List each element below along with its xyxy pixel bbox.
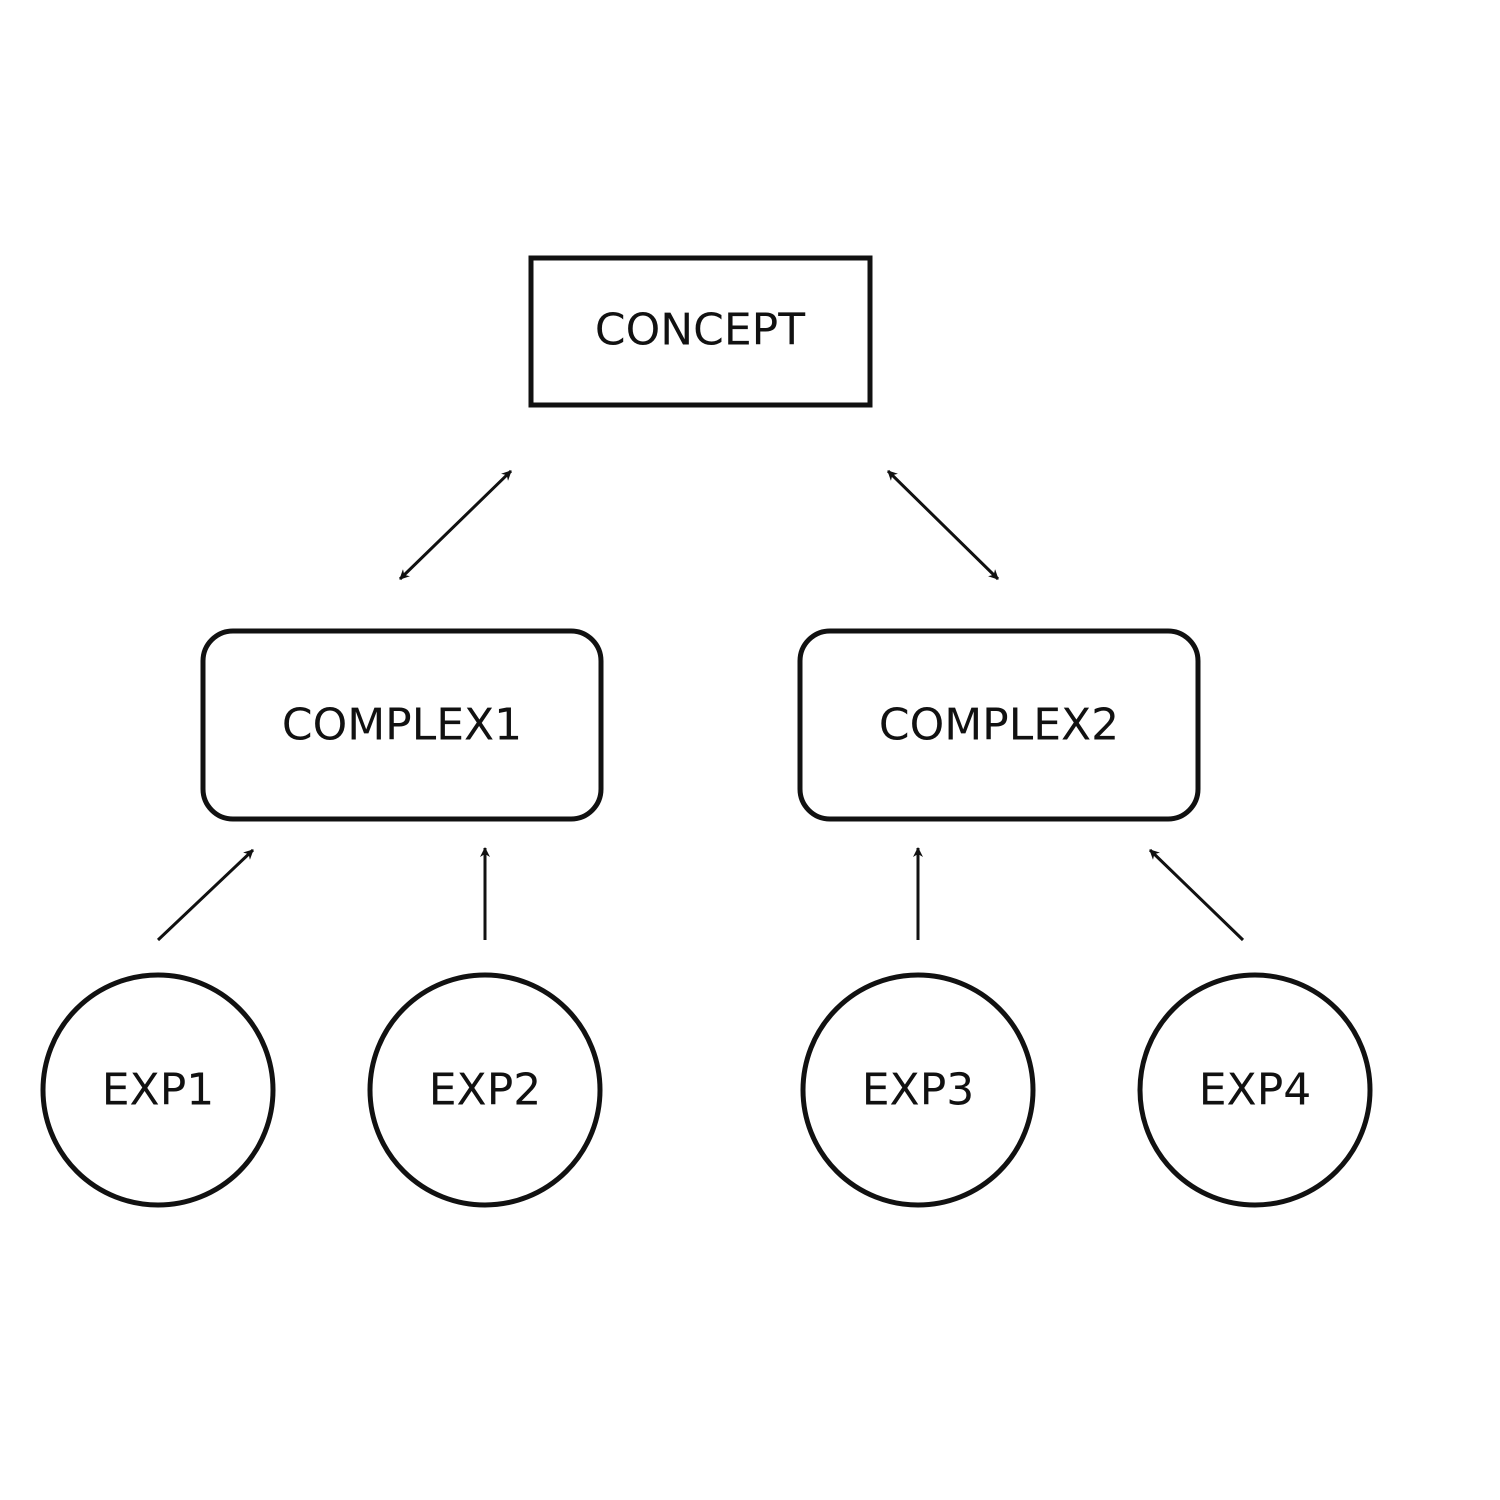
- edge-complex2-concept: [886, 469, 1000, 581]
- concept-box: [528, 255, 873, 408]
- exp1-node: EXP1: [40, 972, 276, 1208]
- exp2-node: EXP2: [367, 972, 603, 1208]
- concept-node: CONCEPT: [528, 255, 873, 408]
- exp2-label: EXP2: [429, 1065, 541, 1116]
- complex1-node: COMPLEX1: [200, 628, 604, 822]
- concept-label: CONCEPT: [595, 305, 805, 356]
- exp3-circle: [800, 972, 1036, 1208]
- exp3-label: EXP3: [862, 1065, 974, 1116]
- complex2-box: [797, 628, 1201, 822]
- complex2-node: COMPLEX2: [797, 628, 1201, 822]
- exp1-circle: [40, 972, 276, 1208]
- exp4-label: EXP4: [1199, 1065, 1311, 1116]
- exp2-circle: [367, 972, 603, 1208]
- edge-exp1-complex1: [156, 848, 255, 942]
- exp3-node: EXP3: [800, 972, 1036, 1208]
- complex1-box: [200, 628, 604, 822]
- exp4-circle: [1137, 972, 1373, 1208]
- exp1-label: EXP1: [102, 1065, 214, 1116]
- complex2-label: COMPLEX2: [879, 700, 1119, 751]
- edge-complex1-concept: [398, 469, 513, 581]
- complex1-label: COMPLEX1: [282, 700, 522, 751]
- edge-exp4-complex2: [1148, 848, 1245, 942]
- exp4-node: EXP4: [1137, 972, 1373, 1208]
